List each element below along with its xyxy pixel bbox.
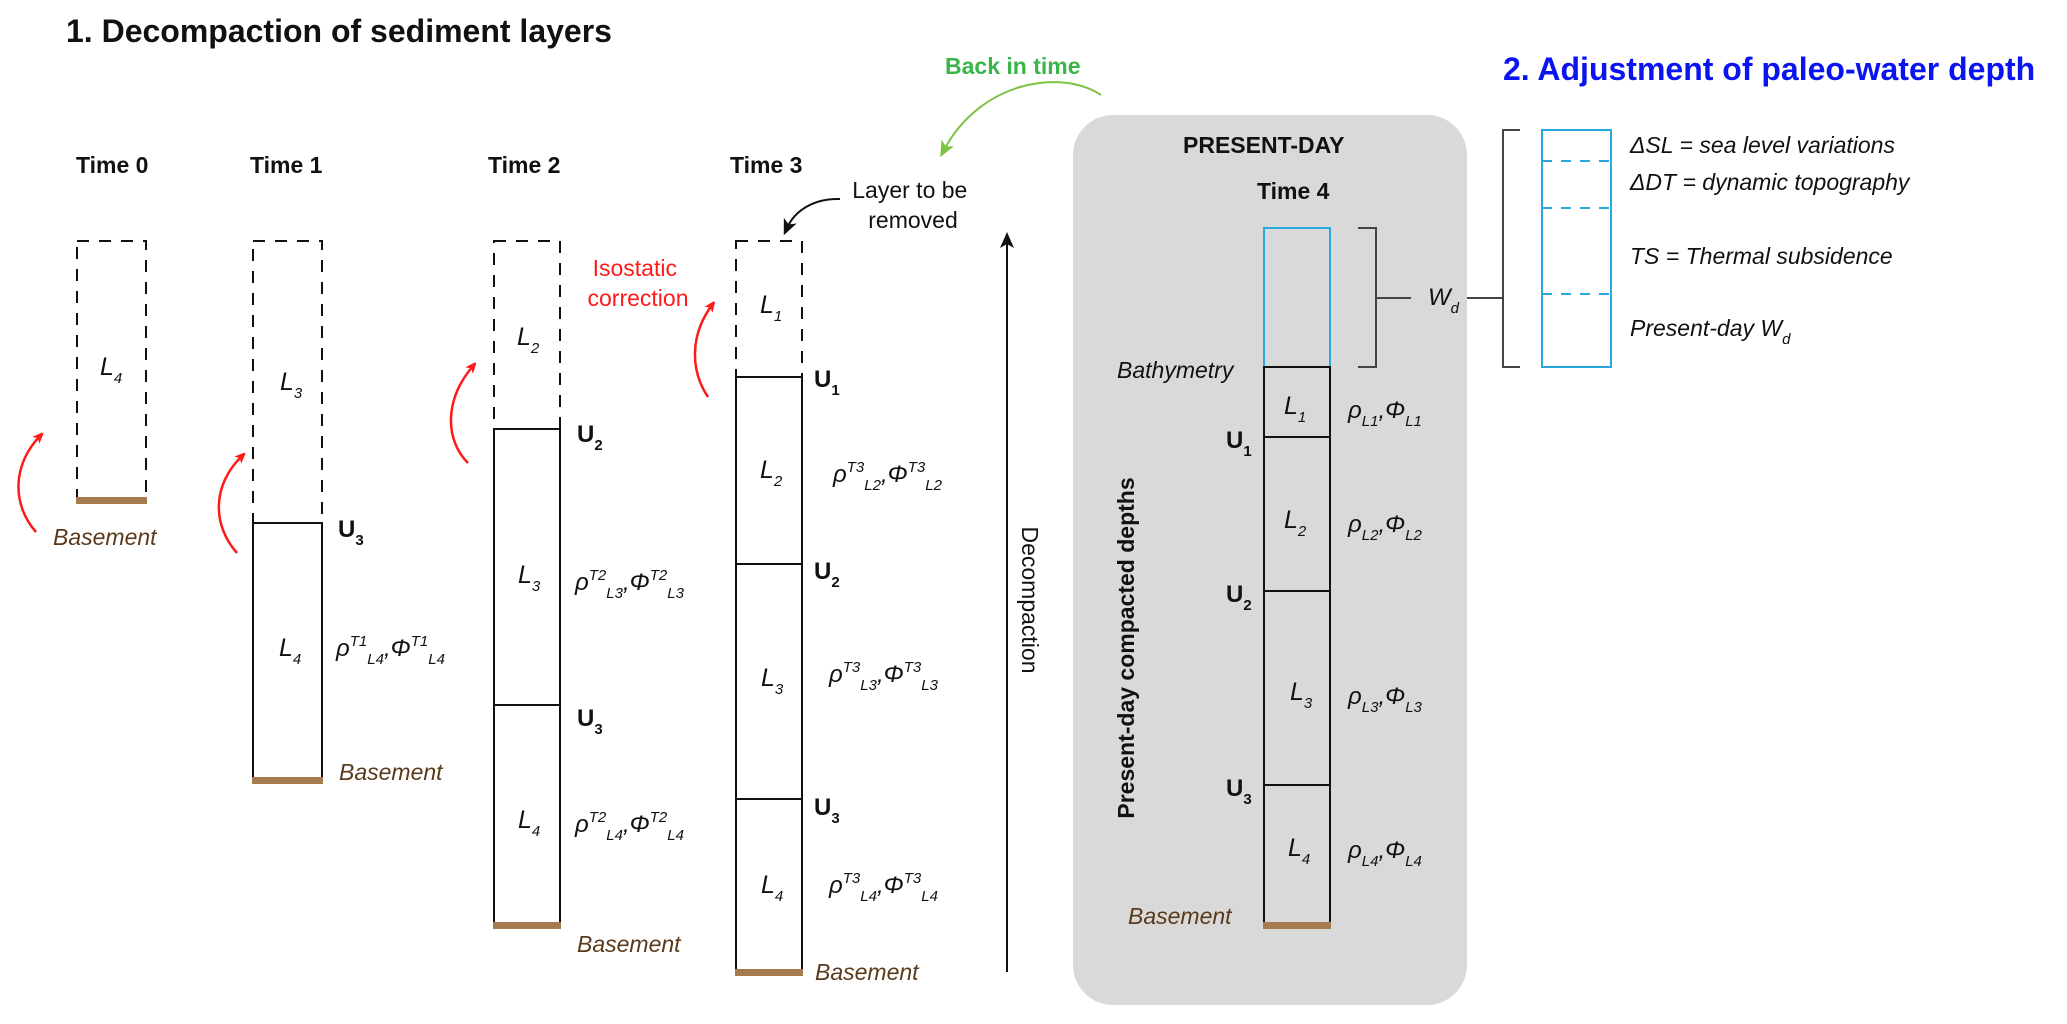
column-time-0: L4 Basement bbox=[17, 240, 158, 550]
basement-label: Basement bbox=[815, 959, 920, 985]
present-day-header: PRESENT-DAY bbox=[1183, 132, 1344, 158]
wd-label: Wd bbox=[1428, 284, 1460, 317]
present-day-panel bbox=[1073, 115, 1467, 1005]
unconformity-label: U3 bbox=[1226, 775, 1252, 808]
unconformity-label: U3 bbox=[338, 516, 364, 549]
unconformity-label: U2 bbox=[577, 421, 603, 454]
unconformity-label: U3 bbox=[577, 705, 603, 738]
basement-label: Basement bbox=[53, 524, 158, 550]
unconformity-label: U1 bbox=[814, 366, 840, 399]
layer-label: L4 bbox=[761, 871, 783, 905]
layer-params: ρT2L4,ΦT2L4 bbox=[574, 809, 684, 844]
unconformity-label: U2 bbox=[814, 558, 840, 591]
basement-bar bbox=[1263, 922, 1331, 929]
back-in-time-label: Back in time bbox=[945, 53, 1081, 79]
back-in-time-arrow-icon bbox=[940, 81, 1102, 158]
basement-label: Basement bbox=[577, 931, 682, 957]
layer-label: L3 bbox=[280, 368, 303, 402]
layer-params: ρT3L3,ΦT3L3 bbox=[828, 659, 939, 694]
water-depth-box bbox=[1541, 129, 1612, 368]
isostatic-arrow-icon bbox=[693, 305, 712, 398]
legend-dynamic-topography: ΔDT = dynamic topography bbox=[1629, 169, 1911, 195]
layer-label: L4 bbox=[279, 634, 301, 668]
column-time-2: L2 L3 L4 U2 U3 ρT2L3,ΦT2L3 ρT2L4,ΦT2L4 B… bbox=[449, 240, 685, 957]
isostatic-arrow-icon bbox=[17, 436, 40, 533]
unconformity-label: U1 bbox=[1226, 427, 1252, 460]
unconformity-label: U3 bbox=[814, 794, 840, 827]
basement-bar bbox=[252, 777, 323, 784]
column-time-4: Bathymetry L1 L2 L3 L4 U1 U2 U3 ρL1,ΦL1 … bbox=[1113, 227, 1460, 929]
unconformity-label: U2 bbox=[1226, 581, 1252, 614]
section1-title: 1. Decompaction of sediment layers bbox=[66, 13, 612, 49]
legend-thermal-subsidence: TS = Thermal subsidence bbox=[1630, 243, 1893, 269]
layer-params: ρT3L2,ΦT3L2 bbox=[832, 459, 943, 494]
layer-params: ρL2,ΦL2 bbox=[1347, 511, 1423, 544]
layer-params: ρT2L3,ΦT2L3 bbox=[574, 567, 685, 602]
layer-params: ρT3L4,ΦT3L4 bbox=[828, 870, 938, 905]
basement-label: Basement bbox=[1128, 903, 1233, 929]
section2-title: 2. Adjustment of paleo-water depth bbox=[1503, 51, 2035, 87]
layer-label: L4 bbox=[518, 806, 540, 840]
layer-label: L2 bbox=[517, 323, 540, 357]
paleo-water-depth-breakdown: ΔSL = sea level variations ΔDT = dynamic… bbox=[1467, 129, 1911, 368]
layer-label: L4 bbox=[1288, 834, 1310, 868]
layer-to-remove-label: Layer to be removed bbox=[852, 177, 973, 233]
column-time-3: L1 L2 L3 L4 U1 U2 U3 ρT3L2,ΦT3L2 ρT3L3,Φ… bbox=[693, 240, 943, 985]
basement-bar bbox=[735, 969, 803, 976]
layer-params: ρL1,ΦL1 bbox=[1347, 397, 1422, 430]
present-day-depths-label: Present-day compacted depths bbox=[1113, 477, 1139, 818]
bathymetry-label: Bathymetry bbox=[1117, 357, 1235, 383]
layer-label: L2 bbox=[1284, 506, 1307, 540]
isostatic-correction-label: Isostatic correction bbox=[588, 255, 689, 311]
components-bracket bbox=[1502, 129, 1520, 368]
layer-label: L1 bbox=[760, 291, 782, 325]
time-label-1: Time 1 bbox=[250, 152, 323, 178]
layer-label: L3 bbox=[518, 561, 541, 595]
layer-label: L3 bbox=[761, 664, 784, 698]
basement-bar bbox=[493, 922, 561, 929]
basement-label: Basement bbox=[339, 759, 444, 785]
dashed-layer-box bbox=[735, 240, 803, 378]
legend-sea-level: ΔSL = sea level variations bbox=[1629, 132, 1895, 158]
basement-bar bbox=[76, 497, 147, 504]
layer-params: ρL3,ΦL3 bbox=[1347, 683, 1423, 716]
layer-to-remove-arrow-icon bbox=[783, 197, 841, 236]
legend-present-day-wd: Present-day Wd bbox=[1630, 315, 1791, 348]
layer-label: L2 bbox=[760, 456, 783, 490]
time-label-2: Time 2 bbox=[488, 152, 560, 178]
layer-label: L1 bbox=[1284, 392, 1306, 426]
time-label-0: Time 0 bbox=[76, 152, 148, 178]
layer-params: ρL4,ΦL4 bbox=[1347, 837, 1422, 870]
layer-label: L4 bbox=[100, 353, 122, 387]
isostatic-arrow-icon bbox=[217, 456, 242, 554]
layer-label: L3 bbox=[1290, 678, 1313, 712]
time-label-3: Time 3 bbox=[730, 152, 802, 178]
isostatic-arrow-icon bbox=[449, 366, 473, 464]
decompaction-label: Decompaction bbox=[1017, 526, 1043, 673]
layer-params: ρT1L4,ΦT1L4 bbox=[335, 633, 445, 668]
time-label-4: Time 4 bbox=[1257, 178, 1330, 204]
column-time-1: L3 L4 U3 ρT1L4,ΦT1L4 Basement bbox=[217, 240, 445, 785]
